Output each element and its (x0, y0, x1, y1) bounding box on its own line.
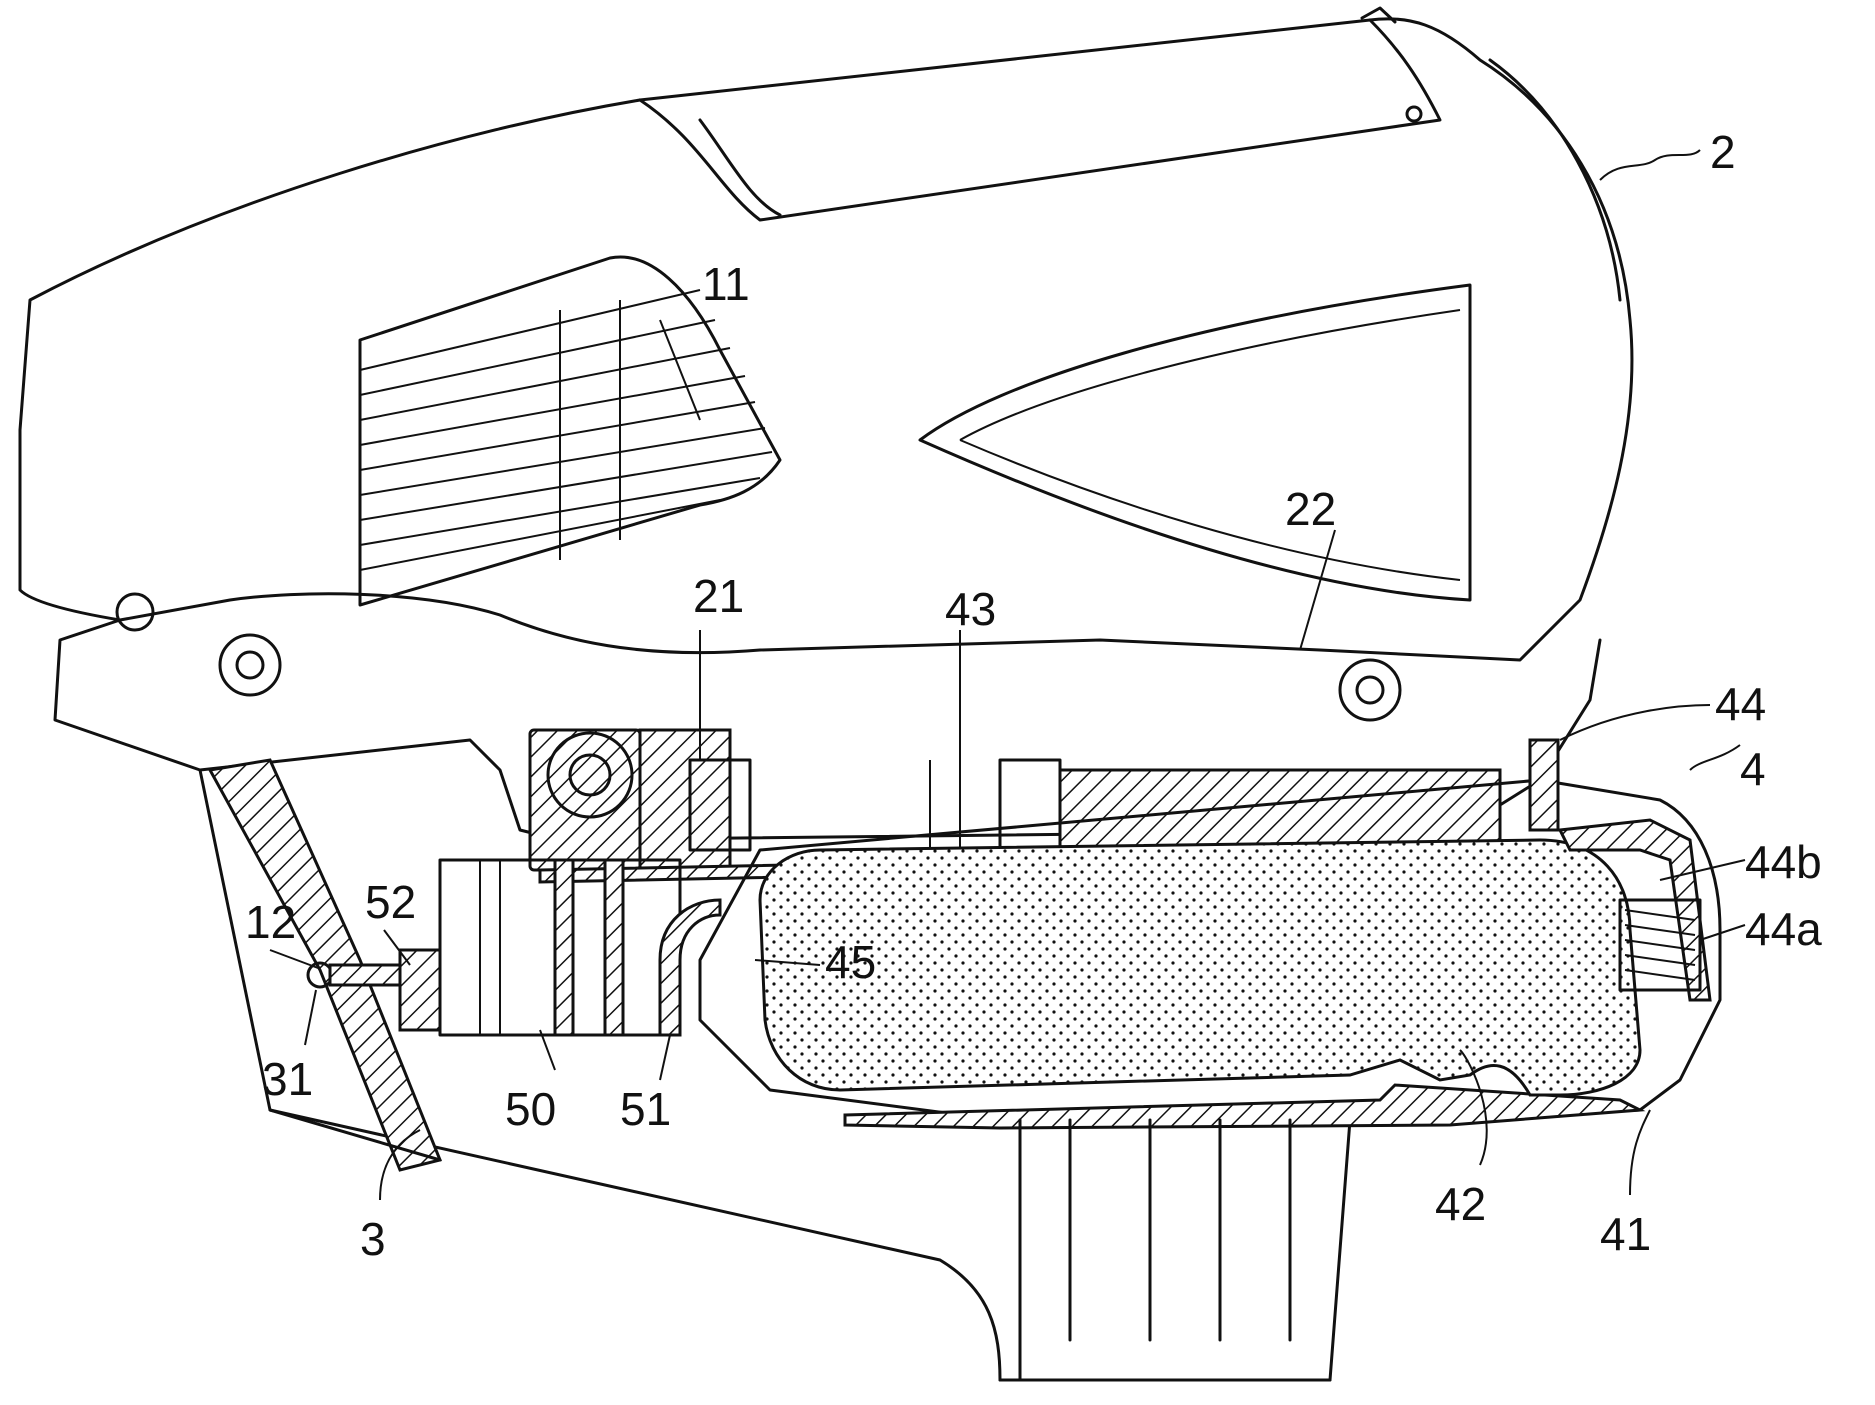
upper-housing (20, 8, 1632, 660)
battery-case (700, 780, 1720, 1380)
label-44: 44 (1715, 678, 1766, 730)
label-12: 12 (245, 896, 296, 948)
label-44a: 44a (1745, 903, 1822, 955)
label-11: 11 (702, 258, 750, 310)
label-43: 43 (945, 583, 996, 635)
label-42: 42 (1435, 1178, 1486, 1230)
spacer-block (440, 860, 720, 1035)
label-3: 3 (360, 1213, 386, 1265)
label-31: 31 (262, 1053, 313, 1105)
label-4: 4 (1740, 743, 1766, 795)
label-22: 22 (1285, 483, 1336, 535)
label-41: 41 (1600, 1208, 1651, 1260)
label-44b: 44b (1745, 836, 1822, 888)
label-21: 21 (693, 570, 744, 622)
triangular-window (920, 285, 1470, 600)
label-50: 50 (505, 1083, 556, 1135)
label-45: 45 (825, 936, 876, 988)
label-2: 2 (1710, 126, 1736, 178)
label-52: 52 (365, 876, 416, 928)
label-51: 51 (620, 1083, 671, 1135)
